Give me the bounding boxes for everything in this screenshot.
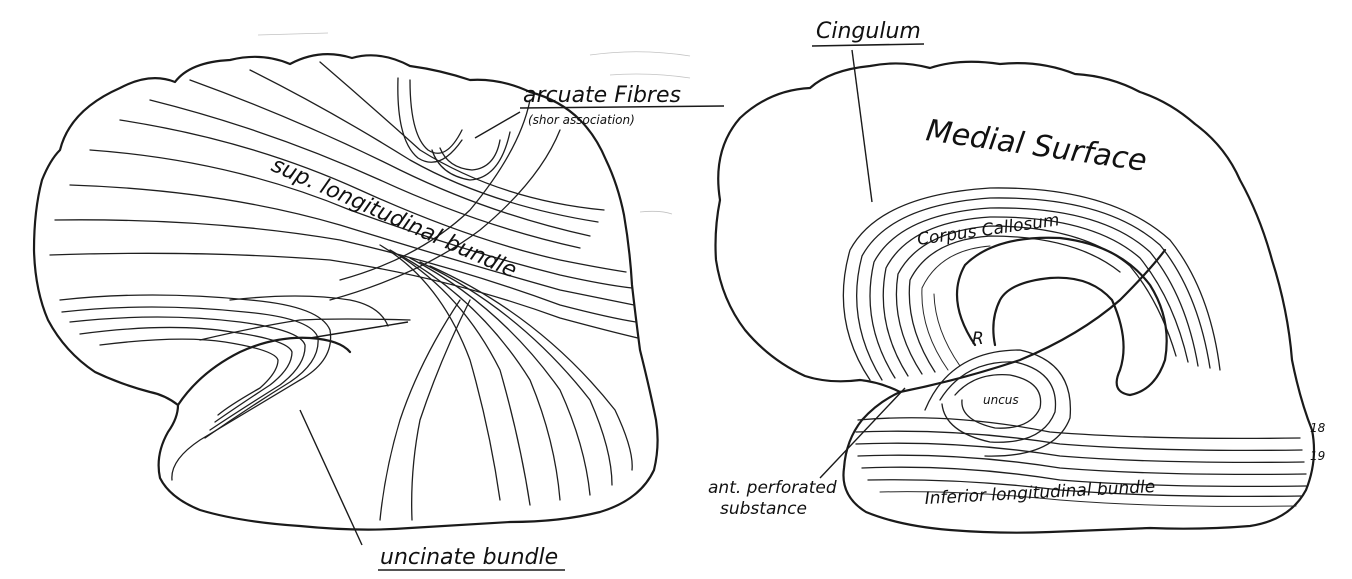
label-uncus: uncus xyxy=(983,393,1019,407)
label-medial-surface: Medial Surface xyxy=(924,113,1149,179)
label-arcuate-fibres: arcuate Fibres xyxy=(523,83,681,108)
label-uncinate-bundle: uncinate bundle xyxy=(380,545,558,570)
arcuate-fibres xyxy=(398,78,510,180)
corpus-callosum-shape xyxy=(957,238,1167,395)
superior-longitudinal-fibres xyxy=(50,62,638,520)
label-ant-perforated-substance: substance xyxy=(720,499,807,519)
sup-long-pointer xyxy=(310,322,408,338)
uncinate-pointer xyxy=(300,410,362,545)
label-sup-longitudinal-bundle: sup. longitudinal bundle xyxy=(268,153,521,284)
left-hemisphere: arcuate Fibres (shor association) sup. l… xyxy=(34,54,724,570)
label-19: 19 xyxy=(1310,449,1325,463)
uncinate-bundle-fibres xyxy=(60,295,410,480)
ant-perforated-pointer xyxy=(820,388,905,478)
cingulum-pointer xyxy=(852,50,872,202)
arcuate-pointer xyxy=(475,112,520,138)
label-cingulum: Cingulum xyxy=(816,19,921,44)
underline-cingulum xyxy=(812,44,924,46)
label-ant-perforated: ant. perforated xyxy=(708,478,837,498)
right-hemisphere: Cingulum Medial Surface Corpus Callosum … xyxy=(708,19,1326,533)
label-r-marker: R xyxy=(972,329,984,349)
label-short-association: (shor association) xyxy=(528,113,635,127)
label-18: 18 xyxy=(1310,421,1326,435)
right-temporal-edge xyxy=(900,250,1165,392)
